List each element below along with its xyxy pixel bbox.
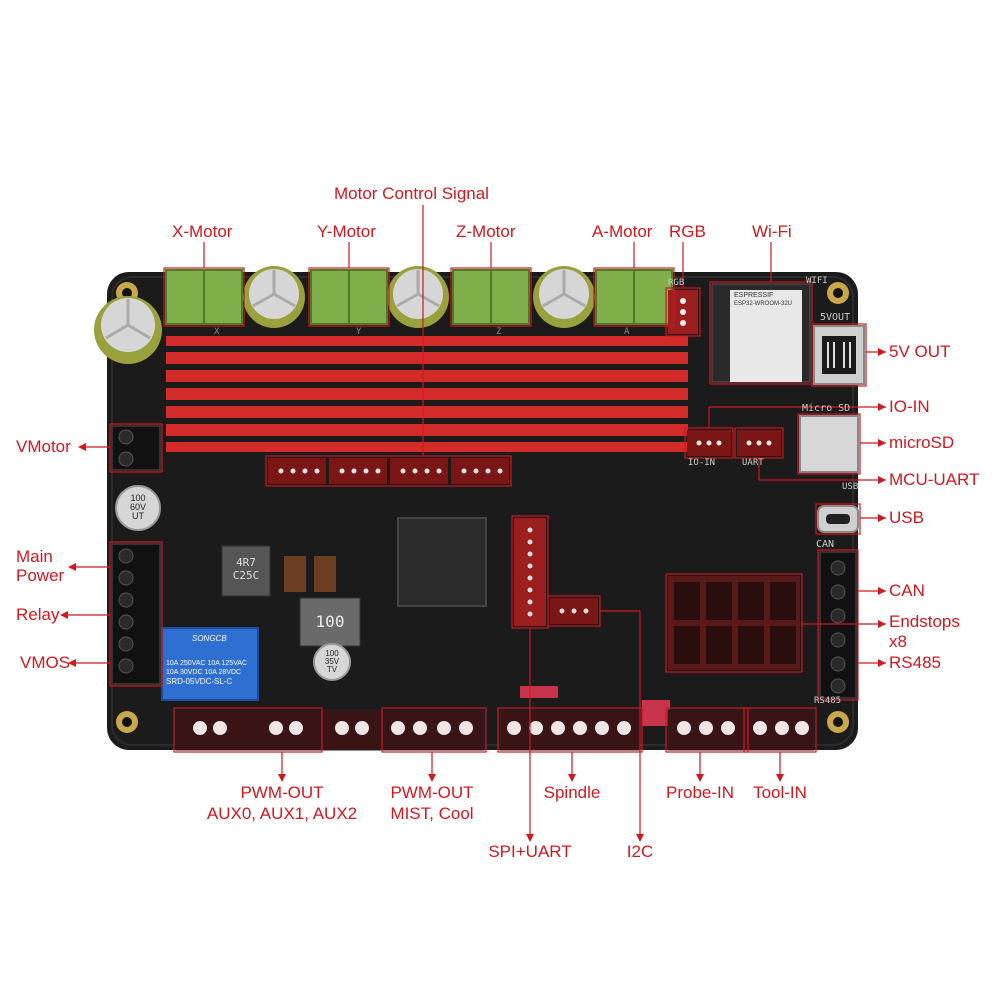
silk-y: Y [356, 327, 362, 337]
label-can: CAN [889, 581, 925, 600]
label-relay: Relay [16, 605, 60, 624]
silk-uart: UART [742, 458, 764, 468]
label-main-power-line1: Main [16, 547, 53, 566]
label-pwm-out-aux-line2: AUX0, AUX1, AUX2 [206, 804, 358, 823]
label-pwm-out-mist-line2: MIST, Cool [390, 804, 474, 823]
relay-brand: SONGCB [192, 634, 227, 643]
can-rs485-terminal [819, 551, 857, 699]
silk-can: CAN [816, 539, 835, 550]
label-5v-out: 5V OUT [889, 342, 951, 361]
spi-uart-header [514, 518, 546, 626]
label-x-motor: X-Motor [172, 222, 233, 241]
vmotor-terminal [111, 425, 161, 471]
silk-wifi: WIFI [806, 276, 828, 286]
cap-big-line2: 60V [129, 502, 146, 512]
capacitor-icon [94, 266, 595, 364]
label-i2c: I2C [626, 842, 654, 861]
label-endstops: Endstops [889, 612, 960, 631]
label-endstops-count: x8 [889, 632, 907, 651]
label-rs485: RS485 [889, 653, 941, 672]
silk-rgb: RGB [668, 278, 685, 288]
inductor-marking: 4R7 C25C [226, 556, 266, 582]
cap-small-line3: TV [326, 665, 338, 674]
label-motor-control-signal: Motor Control Signal [334, 184, 489, 203]
label-y-motor: Y-Motor [317, 222, 376, 241]
label-a-motor: A-Motor [592, 222, 653, 241]
jumper [642, 700, 670, 726]
silk-rs485: RS485 [814, 696, 842, 706]
mcu-chip [397, 517, 487, 607]
label-vmos: VMOS [20, 653, 71, 672]
esp32-marking: ESPRESSIF ESP32-WROOM-32U [734, 292, 800, 308]
inductor [221, 545, 271, 597]
inductor-line2: C25C [232, 569, 260, 582]
capacitor-marking-large: 100 60V UT [123, 494, 153, 521]
label-rgb: RGB [669, 222, 706, 241]
capacitor-icon [115, 485, 161, 531]
label-probe-in: Probe-IN [665, 783, 735, 802]
label-spindle: Spindle [543, 783, 601, 802]
leader-lines [68, 205, 886, 838]
silk-io-in: IO-IN [688, 458, 716, 468]
label-mcu-uart: MCU-UART [889, 470, 980, 489]
label-wifi: Wi-Fi [752, 222, 792, 241]
relay-rating-2: 10A 30VDC 10A 28VDC [166, 669, 242, 676]
label-main-power-line2: Power [16, 566, 65, 585]
silk-x: X [214, 327, 220, 337]
label-io-in: IO-IN [889, 397, 930, 416]
cap-big-line1: 100 [130, 493, 146, 503]
silk-5vout: 5VOUT [820, 312, 851, 323]
motor-terminal-icon [165, 269, 673, 325]
cap-small-line1: 100 [325, 649, 339, 658]
cap-big-line3: UT [132, 511, 144, 521]
relay-marking: SONGCB 10A 250VAC 10A 125VAC 10A 30VDC 1… [166, 634, 256, 686]
esp32-shield [730, 290, 802, 382]
label-z-motor: Z-Motor [456, 222, 516, 241]
esp-brand: ESPRESSIF [734, 292, 774, 299]
inductor-big-marking: 100 [315, 612, 345, 631]
silk-microsd: Micro SD [802, 403, 851, 414]
label-microsd: microSD [889, 433, 955, 452]
highlight-boxes [109, 267, 867, 753]
relay-model: SRD-05VDC-SL-C [166, 677, 233, 686]
silk-z: Z [496, 327, 502, 337]
capacitor-marking-small: 100 35V TV [318, 650, 346, 674]
microsd-slot [799, 415, 859, 473]
cap-small-line2: 35V [324, 657, 340, 666]
heatsink-icon [166, 336, 688, 452]
silk-usb: USB [842, 482, 859, 492]
motor-signal-header [268, 458, 509, 484]
arrowhead-icon [60, 348, 886, 842]
label-pwm-out-aux-line1: PWM-OUT [240, 783, 324, 802]
label-vmotor: VMotor [16, 437, 71, 456]
inductor [299, 597, 361, 647]
jumper [520, 686, 558, 698]
inductor-line1: 4R7 [236, 556, 256, 569]
power-terminal [111, 543, 161, 685]
label-pwm-out-mist-line1: PWM-OUT [390, 783, 474, 802]
label-tool-in: Tool-IN [753, 783, 807, 802]
capacitor-icon [313, 643, 351, 681]
bottom-terminal-block [175, 709, 815, 751]
esp-model: ESP32-WROOM-32U [734, 301, 793, 307]
label-usb: USB [889, 508, 924, 527]
relay-rating-1: 10A 250VAC 10A 125VAC [166, 660, 248, 667]
silk-a: A [624, 327, 630, 337]
label-spi-uart: SPI+UART [488, 842, 572, 861]
